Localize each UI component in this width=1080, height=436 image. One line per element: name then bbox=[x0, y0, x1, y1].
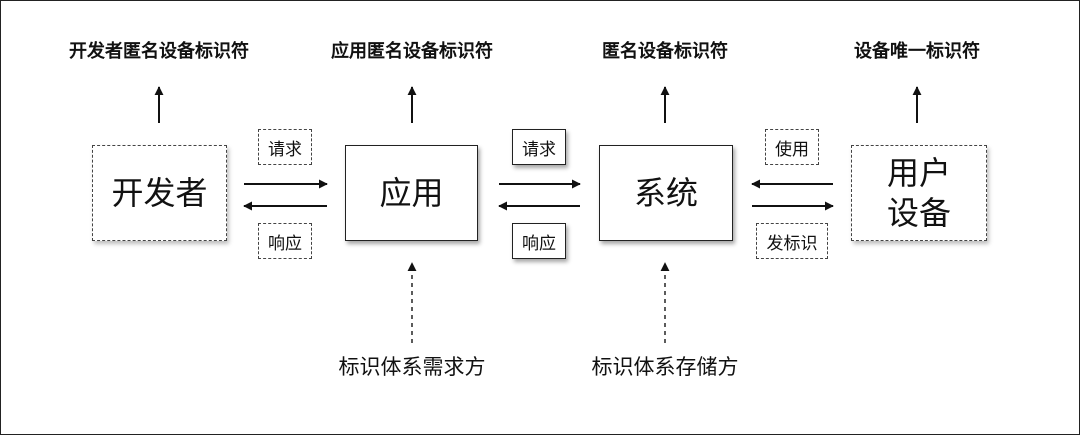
node-user-device-line1: 用户 bbox=[886, 154, 951, 192]
node-developer-label: 开发者 bbox=[111, 174, 208, 212]
node-app-label: 应用 bbox=[379, 174, 444, 212]
node-user-device: 用户 设备 bbox=[851, 145, 987, 241]
node-app: 应用 bbox=[345, 145, 478, 241]
edge-label-dev-response-text: 响应 bbox=[268, 233, 302, 254]
edge-label-app-response: 响应 bbox=[512, 223, 566, 259]
label-app-anon-id: 应用匿名设备标识符 bbox=[331, 41, 493, 62]
edge-label-device-use: 使用 bbox=[765, 129, 819, 165]
node-system-label: 系统 bbox=[633, 174, 698, 212]
node-developer: 开发者 bbox=[92, 145, 227, 241]
label-device-unique-id: 设备唯一标识符 bbox=[854, 41, 980, 62]
node-system: 系统 bbox=[599, 145, 733, 241]
edge-label-dev-request: 请求 bbox=[258, 129, 312, 165]
edge-label-app-request-text: 请求 bbox=[522, 139, 556, 160]
edge-label-device-issue-id: 发标识 bbox=[756, 223, 828, 259]
edge-label-dev-response: 响应 bbox=[258, 223, 312, 259]
edge-label-app-request: 请求 bbox=[512, 129, 566, 165]
edge-label-device-issue-id-text: 发标识 bbox=[766, 233, 818, 254]
label-anon-device-id: 匿名设备标识符 bbox=[602, 41, 728, 62]
edge-label-device-use-text: 使用 bbox=[775, 139, 809, 160]
edge-label-app-response-text: 响应 bbox=[522, 233, 556, 254]
node-user-device-line2: 设备 bbox=[886, 194, 951, 232]
label-id-system-storage: 标识体系存储方 bbox=[591, 355, 739, 379]
edge-label-dev-request-text: 请求 bbox=[268, 139, 302, 160]
label-id-system-demand: 标识体系需求方 bbox=[338, 355, 486, 379]
label-developer-anon-id: 开发者匿名设备标识符 bbox=[69, 41, 249, 62]
